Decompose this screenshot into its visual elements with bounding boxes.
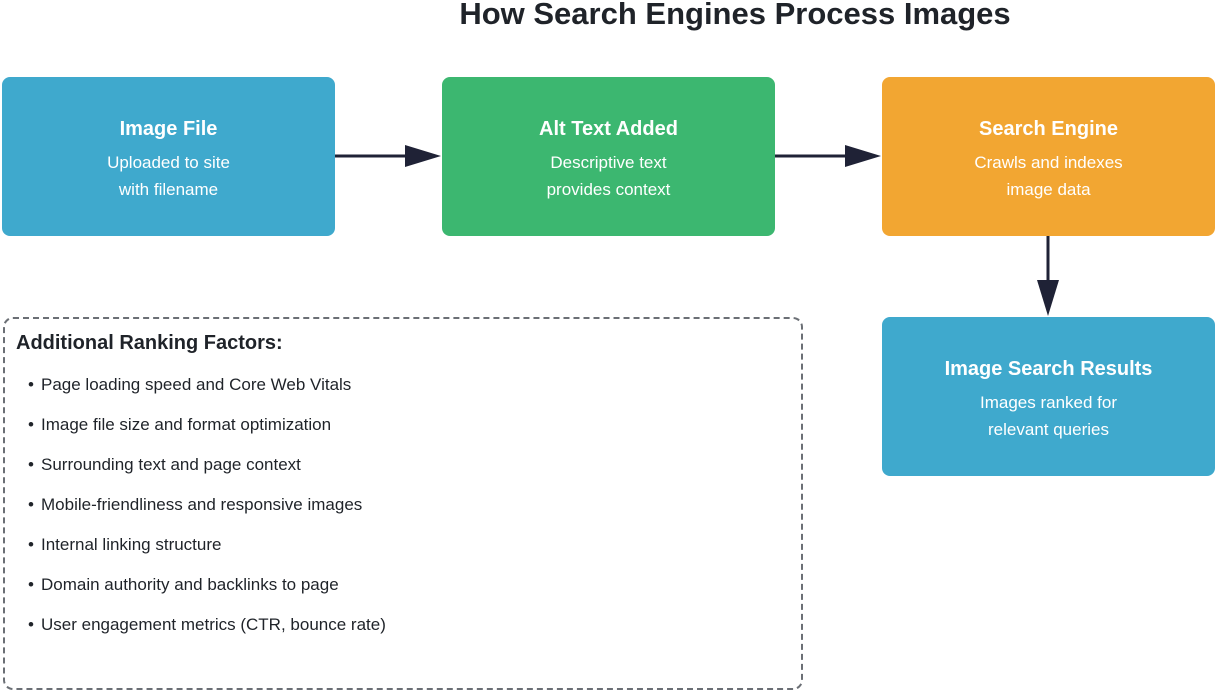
arrow-image-file-to-alt-text — [335, 145, 441, 167]
ranking-factor-item: • Domain authority and backlinks to page — [28, 575, 339, 595]
node-image-search-results: Image Search Results Images ranked for r… — [882, 317, 1215, 476]
ranking-factor-item: • Page loading speed and Core Web Vitals — [28, 375, 351, 395]
node-description-line: image data — [1006, 180, 1091, 199]
arrow-search-engine-to-results — [1037, 236, 1059, 316]
ranking-factor-item: • User engagement metrics (CTR, bounce ra… — [28, 615, 386, 635]
ranking-factor-text: Surrounding text and page context — [41, 455, 301, 474]
ranking-factors-box: Additional Ranking Factors: • Page loadin… — [3, 317, 803, 690]
ranking-factor-text: Image file size and format optimization — [41, 415, 332, 434]
bullet-glyph: • — [28, 375, 34, 394]
node-description-line: with filename — [118, 180, 219, 199]
node-description-line: Crawls and indexes — [974, 153, 1123, 172]
node-alt-text-added: Alt Text Added Descriptive text provides… — [442, 77, 775, 236]
ranking-factor-text: User engagement metrics (CTR, bounce rat… — [41, 615, 386, 634]
bullet-glyph: • — [28, 415, 34, 434]
bullet-glyph: • — [28, 455, 34, 474]
ranking-factor-text: Domain authority and backlinks to page — [41, 575, 339, 594]
ranking-factor-item: • Surrounding text and page context — [28, 455, 301, 475]
ranking-factor-item: • Mobile-friendliness and responsive imag… — [28, 495, 362, 515]
ranking-factor-item: • Internal linking structure — [28, 535, 221, 555]
node-title: Alt Text Added — [539, 118, 678, 140]
arrow-alt-text-to-search-engine — [775, 145, 881, 167]
node-description-line: provides context — [546, 180, 671, 199]
bullet-glyph: • — [28, 575, 34, 594]
ranking-factor-text: Mobile-friendliness and responsive image… — [41, 495, 363, 514]
node-title: Image File — [119, 118, 218, 140]
node-search-engine: Search Engine Crawls and indexes image d… — [882, 77, 1215, 236]
bullet-glyph: • — [28, 535, 34, 554]
node-description-line: Images ranked for — [979, 393, 1117, 412]
node-description-line: Descriptive text — [550, 153, 667, 172]
bullet-glyph: • — [28, 495, 34, 514]
node-description-line: relevant queries — [988, 420, 1109, 439]
ranking-factor-text: Internal linking structure — [41, 535, 222, 554]
ranking-factor-text: Page loading speed and Core Web Vitals — [41, 375, 352, 394]
bullet-glyph: • — [28, 615, 34, 634]
ranking-factor-item: • Image file size and format optimization — [28, 415, 331, 435]
node-description-line: Uploaded to site — [107, 153, 230, 172]
node-title: Search Engine — [979, 118, 1118, 140]
node-image-file: Image File Uploaded to site with filenam… — [2, 77, 335, 236]
node-title: Image Search Results — [944, 358, 1153, 380]
ranking-factors-heading: Additional Ranking Factors: — [16, 332, 283, 354]
page-title: How Search Engines Process Images — [459, 0, 1011, 31]
